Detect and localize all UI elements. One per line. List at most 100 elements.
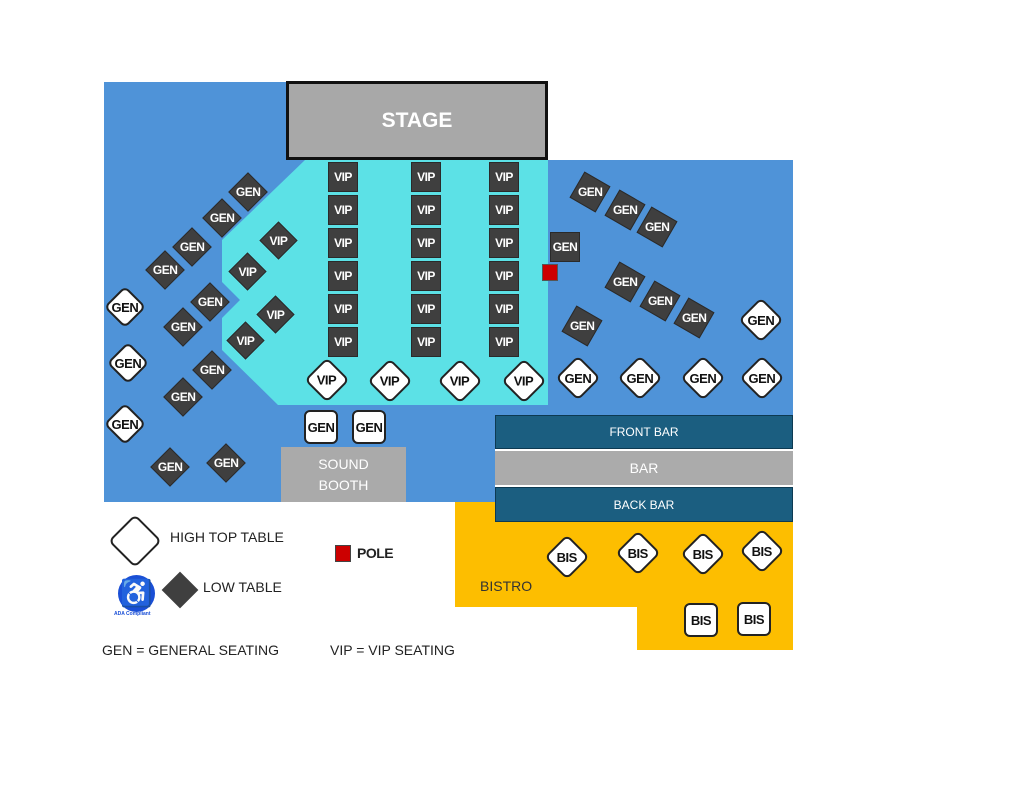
gen-high-top-table[interactable]: GEN [304,410,338,444]
vip-low-table[interactable]: VIP [489,228,519,258]
vip-low-table[interactable]: VIP [328,294,358,324]
table-label: GEN [355,419,383,435]
gen-legend-label: GEN = GENERAL SEATING [102,642,279,658]
table-label: VIP [334,335,352,349]
table-label: VIP [380,373,400,389]
bistro-label: BISTRO [480,578,533,594]
stage: STAGE [286,81,548,160]
ada-compliant-label: ADA Compliant [114,611,151,617]
vip-low-table[interactable]: VIP [328,228,358,258]
table-label: GEN [213,455,239,470]
table-label: VIP [334,269,352,283]
table-label: VIP [238,264,256,278]
vip-low-table[interactable]: VIP [489,162,519,192]
table-label: GEN [197,294,223,309]
table-label: BIS [627,545,649,561]
front-bar: FRONT BAR [495,415,793,449]
table-label: GEN [612,274,638,289]
vip-low-table[interactable]: VIP [328,195,358,225]
vip-low-table[interactable]: VIP [489,261,519,291]
table-label: GEN [157,459,183,474]
table-label: VIP [317,372,337,388]
table-label: GEN [569,318,595,333]
vip-area [222,160,548,405]
table-label: VIP [495,269,513,283]
table-label: GEN [307,419,335,435]
vip-legend-label: VIP = VIP SEATING [330,642,455,658]
gen-high-top-table[interactable]: GEN [352,410,386,444]
vip-low-table[interactable]: VIP [411,261,441,291]
wheelchair-icon: ♿ [118,575,155,612]
vip-low-table[interactable]: VIP [411,228,441,258]
table-label: GEN [170,319,196,334]
bar: BAR [495,451,793,485]
table-label: GEN [689,370,717,386]
table-label: VIP [266,307,284,321]
table-label: VIP [334,302,352,316]
table-label: VIP [417,302,435,316]
table-label: GEN [577,184,603,199]
table-label: VIP [417,236,435,250]
table-label: BIS [690,612,712,628]
table-label: VIP [334,203,352,217]
table-label: GEN [111,299,139,315]
pole-legend-label: POLE [357,545,394,561]
vip-low-table[interactable]: VIP [328,162,358,192]
table-label: BIS [692,546,714,562]
table-label: GEN [748,370,776,386]
table-label: GEN [199,362,225,377]
vip-low-table[interactable]: VIP [411,294,441,324]
table-label: VIP [495,236,513,250]
sound-booth: SOUND BOOTH [281,447,406,502]
table-label: GEN [747,312,775,328]
bar-label: BAR [629,460,659,476]
table-label: VIP [417,170,435,184]
vip-low-table[interactable]: VIP [328,327,358,357]
table-label: VIP [514,373,534,389]
table-label: GEN [114,355,142,371]
table-label: BIS [556,549,578,565]
table-label: GEN [681,310,707,325]
table-label: BIS [751,543,773,559]
bis-high-top-table[interactable]: BIS [684,603,718,637]
table-label: VIP [236,333,254,347]
table-label: GEN [209,210,235,225]
gen-low-table[interactable]: GEN [550,232,580,262]
table-label: VIP [334,236,352,250]
table-label: GEN [152,262,178,277]
table-label: VIP [417,269,435,283]
table-label: VIP [334,170,352,184]
table-label: GEN [564,370,592,386]
table-label: VIP [495,302,513,316]
sound-booth-label: SOUND BOOTH [318,455,369,493]
table-label: GEN [647,293,673,308]
table-label: VIP [269,233,287,247]
table-label: GEN [170,389,196,404]
vip-low-table[interactable]: VIP [411,162,441,192]
bis-high-top-table[interactable]: BIS [737,602,771,636]
low-table-legend-label: LOW TABLE [203,579,282,595]
table-label: GEN [612,202,638,217]
table-label: VIP [417,335,435,349]
front-bar-label: FRONT BAR [609,425,679,439]
table-label: VIP [495,335,513,349]
pole-legend-icon [335,545,351,562]
table-label: GEN [111,416,139,432]
vip-low-table[interactable]: VIP [328,261,358,291]
table-label: GEN [644,219,670,234]
table-label: GEN [552,240,578,254]
vip-low-table[interactable]: VIP [411,195,441,225]
pole-marker [542,264,558,281]
table-label: VIP [495,203,513,217]
vip-low-table[interactable]: VIP [411,327,441,357]
table-label: GEN [235,184,261,199]
vip-low-table[interactable]: VIP [489,294,519,324]
vip-low-table[interactable]: VIP [489,195,519,225]
table-label: VIP [450,373,470,389]
vip-low-table[interactable]: VIP [489,327,519,357]
table-label: GEN [626,370,654,386]
table-label: BIS [743,611,765,627]
back-bar-label: BACK BAR [613,497,675,512]
